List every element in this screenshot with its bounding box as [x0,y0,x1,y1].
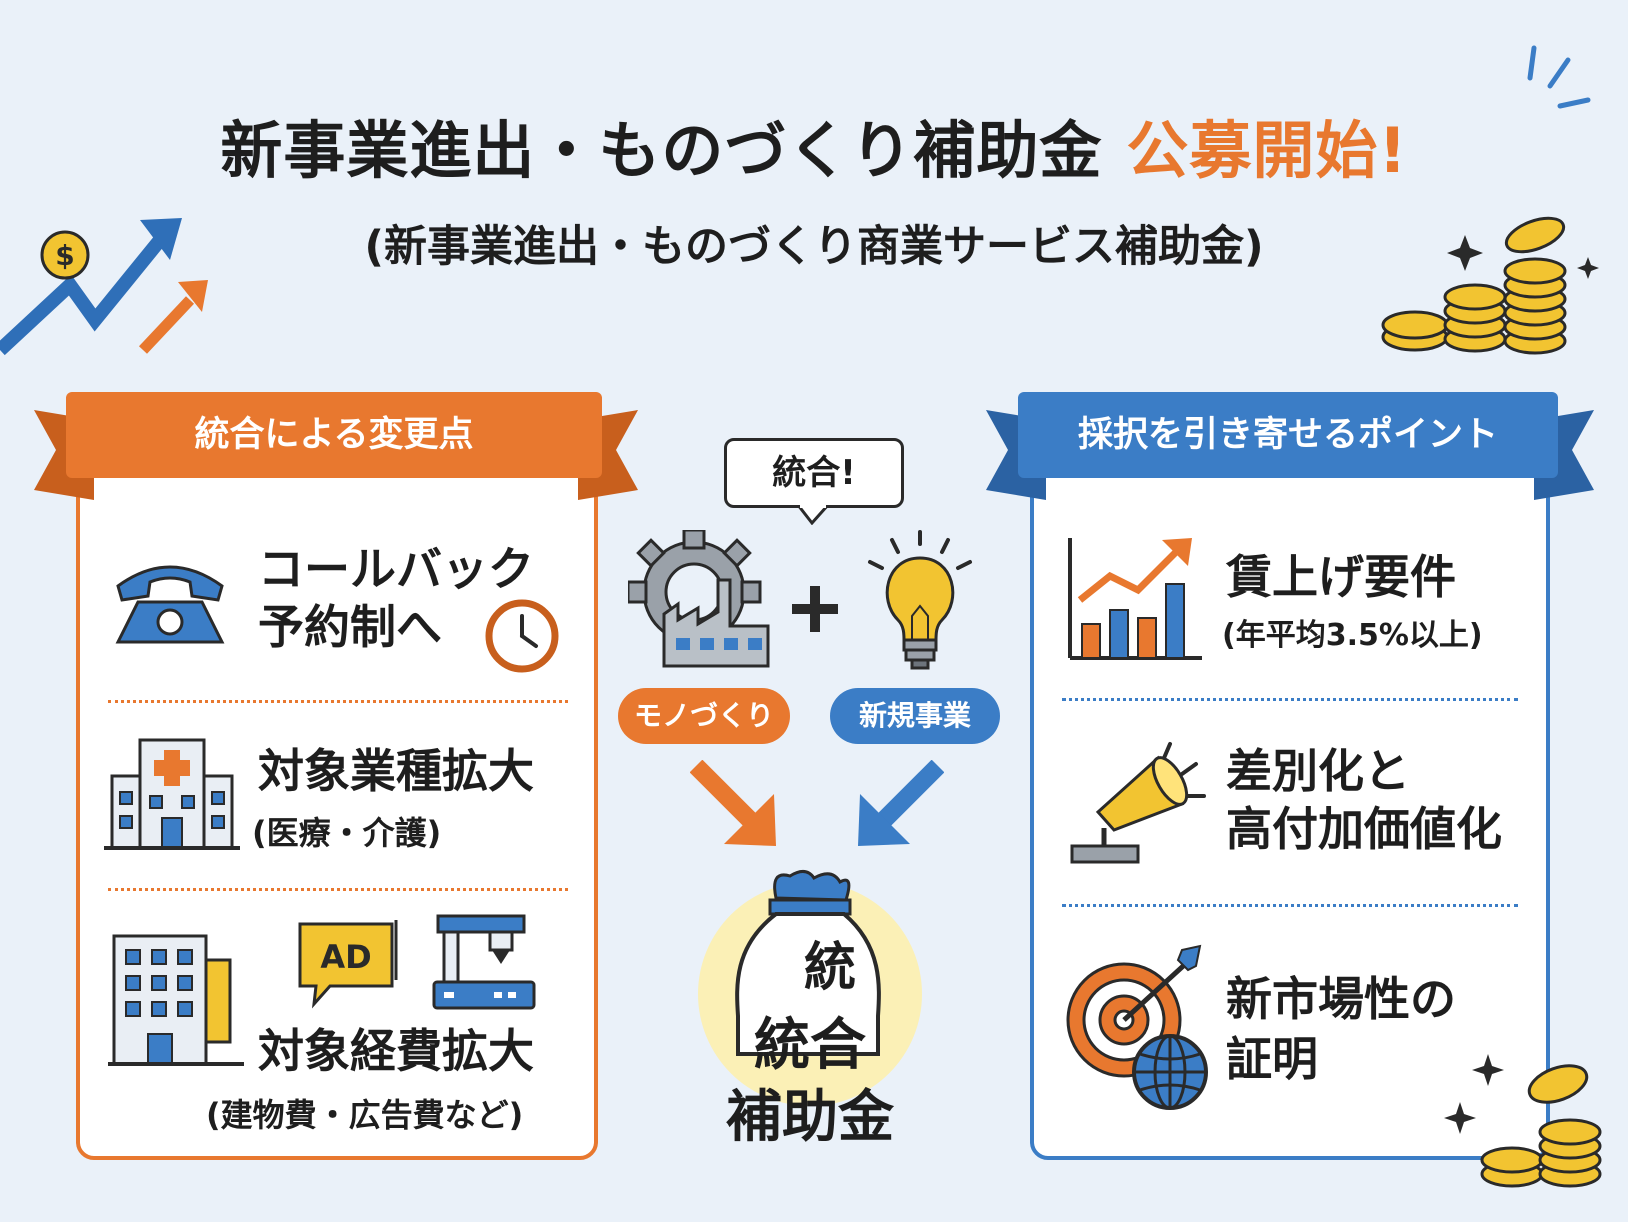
svg-text:$: $ [55,239,74,272]
target-icon [1066,944,1202,1078]
right-panel-ribbon: 採択を引き寄せるポイント [1018,392,1558,478]
callback-line1: コールバック [258,542,534,596]
right-divider-2 [1062,904,1518,907]
differentiation-line2: 高付加価値化 [1226,802,1502,856]
ad-sign-icon: AD [298,920,398,1009]
money-bag-icon [698,870,922,1106]
target-industry-note: (医療・介護) [252,814,442,852]
sparkle-icon [1527,45,1591,109]
target-expense-note: (建物費・広告費など) [206,1096,524,1134]
ad-sign-label: AD [320,938,371,976]
wage-increase-note: (年平均3.5%以上) [1222,618,1483,653]
down-arrow-icon [690,760,776,846]
machine-tool-icon [432,914,536,1010]
dollar-coin-icon: $ [40,230,90,280]
bar-chart-icon [1068,538,1202,660]
growth-arrow-icon [0,218,208,356]
down-arrow-icon-blue [858,760,944,846]
left-panel-ribbon: 統合による変更点 [66,392,602,478]
wage-increase-title: 賃上げ要件 [1226,550,1456,604]
coin-stack-icon [1381,216,1599,355]
clock-icon [485,599,559,673]
office-building-icon [108,934,244,1066]
new-market-line2: 証明 [1226,1032,1318,1086]
callback-line2: 予約制へ [258,600,442,654]
target-industry-title: 対象業種拡大 [258,744,534,798]
bag-label-line3: 補助金 [726,1085,894,1150]
plus-icon [792,586,838,632]
left-divider-1 [108,700,568,703]
main-title-accent: 公募開始! [1126,114,1408,187]
main-title: 新事業進出・ものづくり補助金公募開始! [0,100,1628,190]
telephone-icon [115,565,225,644]
bag-label-line1: 統 [803,938,856,998]
light-bulb-icon [868,530,972,670]
integration-bubble: 統合! [724,438,904,508]
differentiation-line1: 差別化と [1226,744,1410,798]
right-divider-1 [1062,698,1518,701]
target-expense-title: 対象経費拡大 [258,1024,534,1078]
hospital-icon [104,738,240,850]
main-title-text: 新事業進出・ものづくり補助金 [220,114,1103,187]
monozukuri-tag: モノづくり [618,688,790,744]
sub-title: (新事業進出・ものづくり商業サービス補助金) [364,222,1264,272]
new-business-tag: 新規事業 [830,688,1000,744]
bubble-tail [798,505,828,525]
coin-stack-icon-bottom [1444,1054,1602,1188]
bag-label-line2: 統合 [754,1013,866,1078]
spotlight-icon [1070,742,1206,864]
globe-icon [1132,1034,1208,1110]
factory-gear-icon [628,530,770,668]
left-divider-2 [108,888,568,891]
new-market-line1: 新市場性の [1226,972,1456,1026]
